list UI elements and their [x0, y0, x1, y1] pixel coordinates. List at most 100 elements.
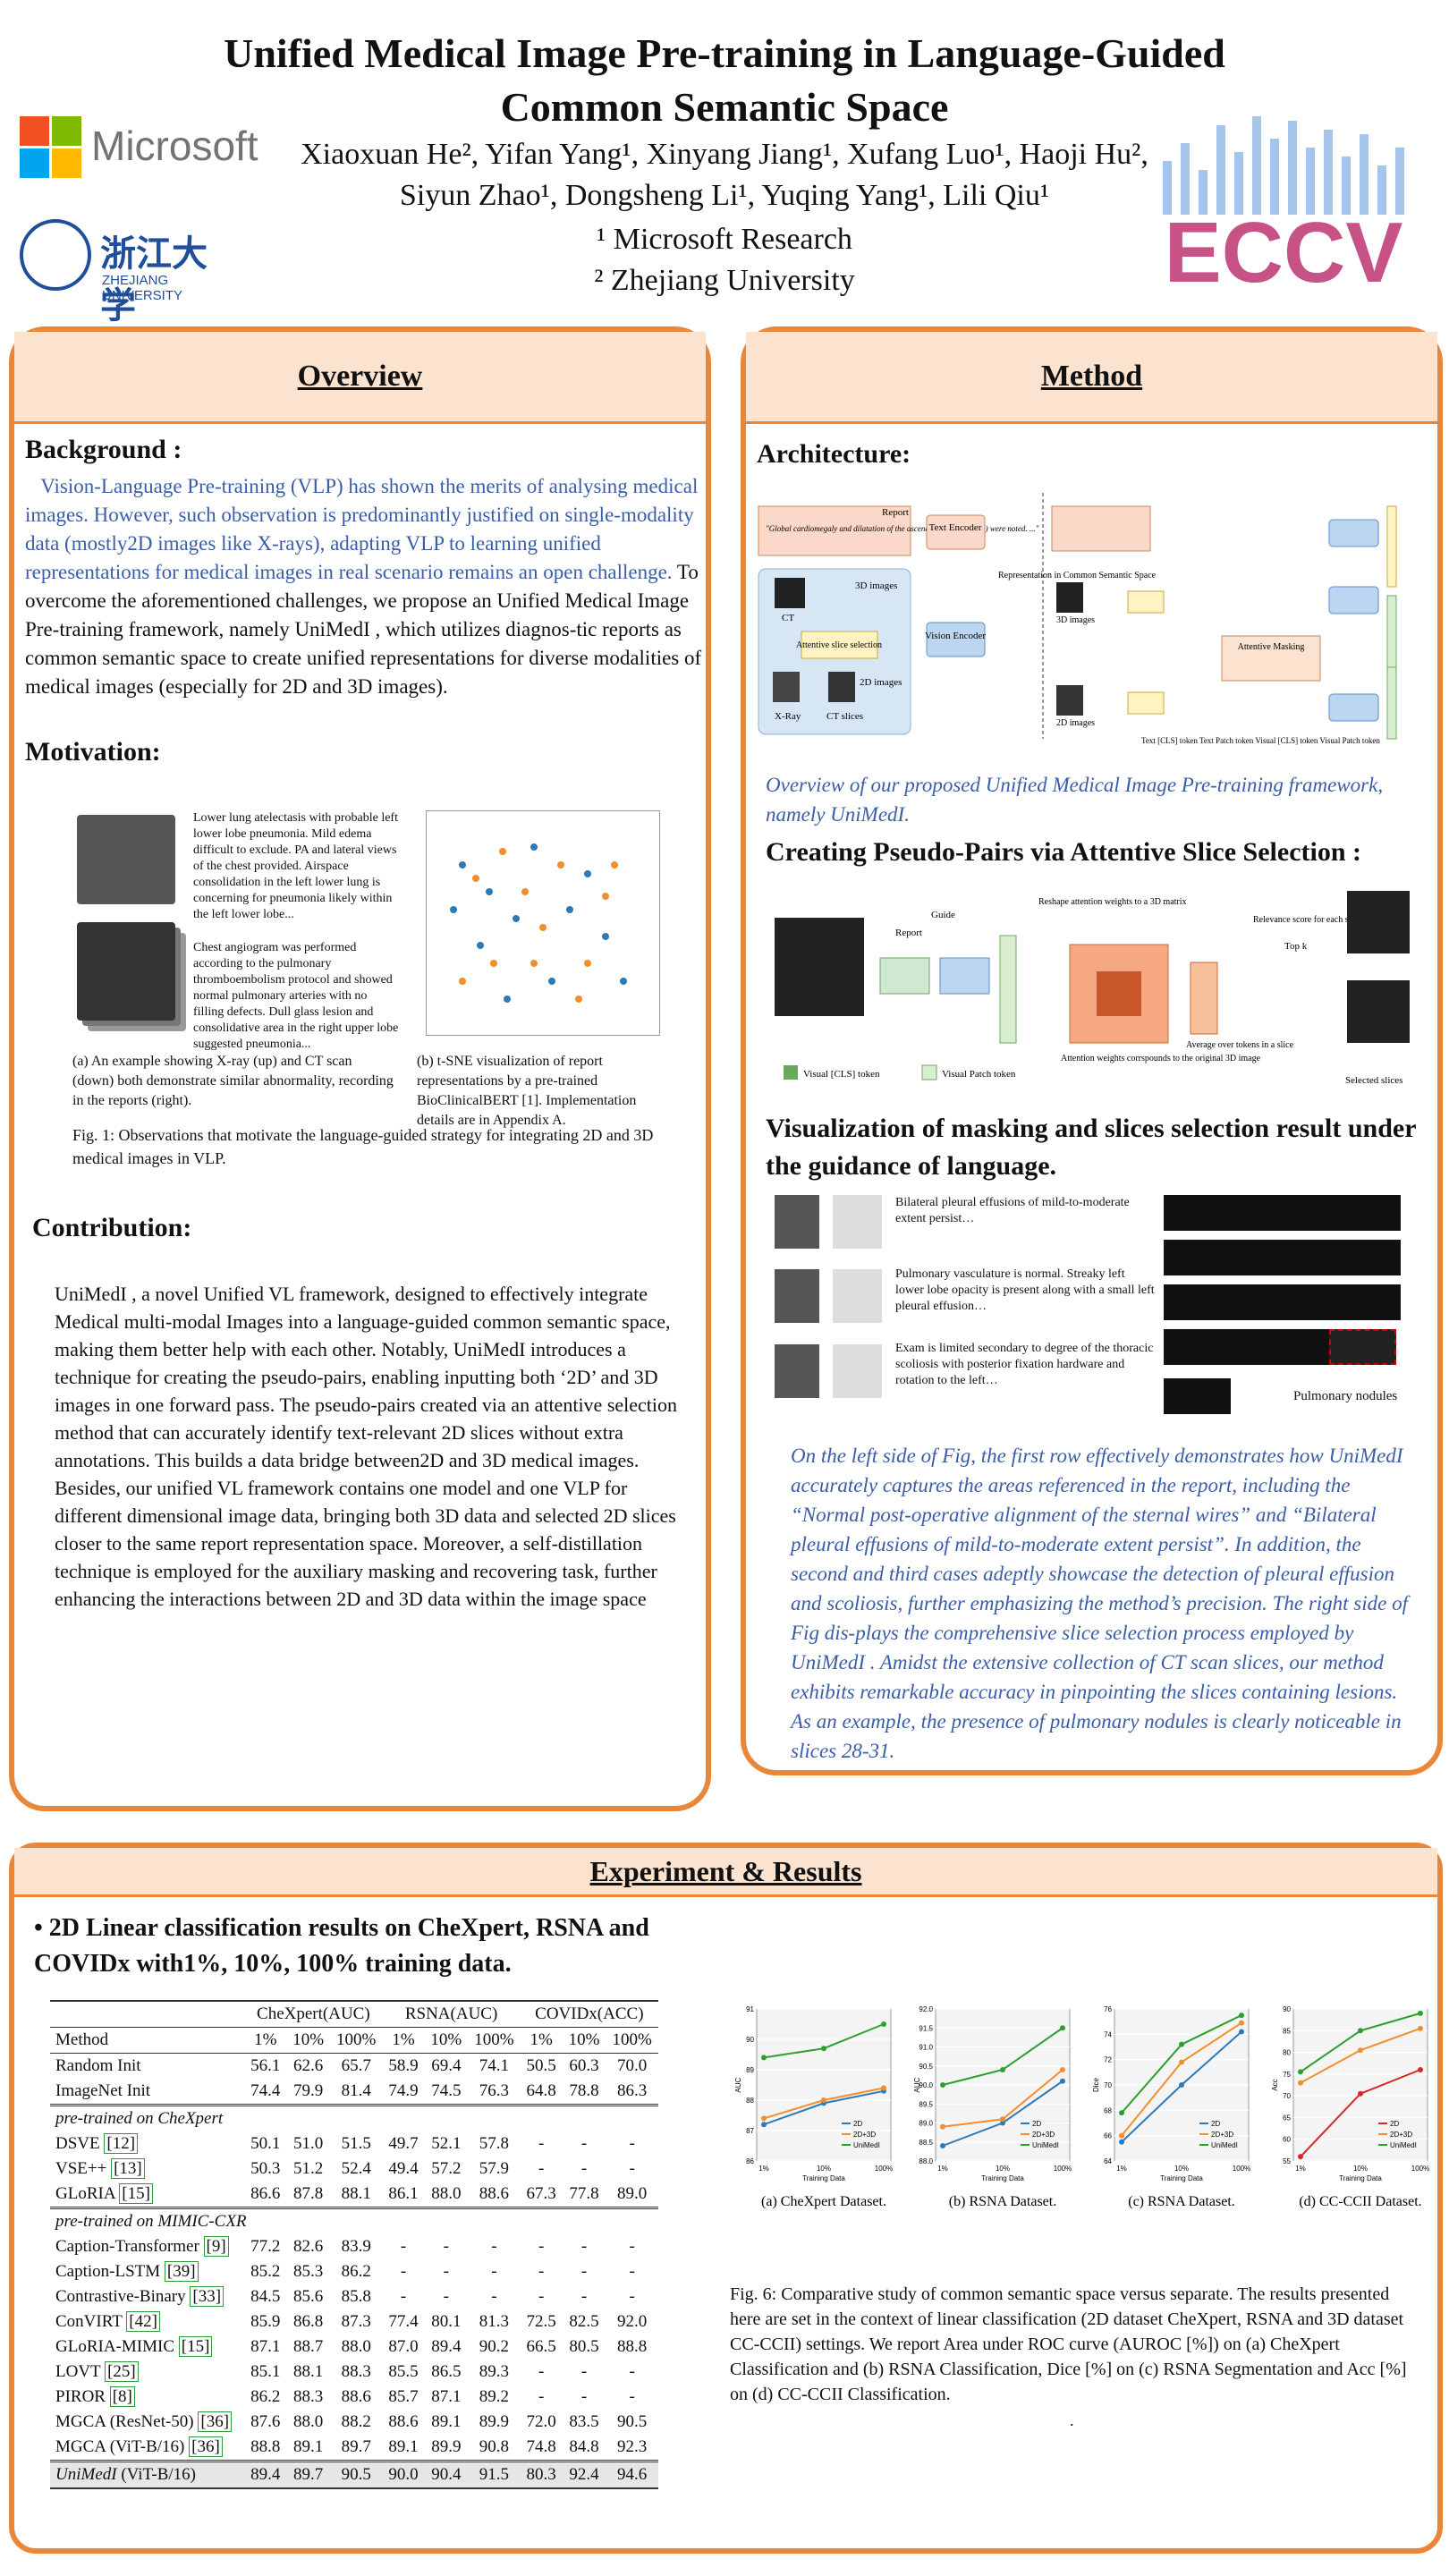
method-name: ConVIRT [42] — [50, 2309, 244, 2334]
table-cell: 85.8 — [341, 2287, 371, 2306]
y-tick-label: 70 — [1283, 2092, 1291, 2100]
data-point — [761, 2122, 767, 2128]
legend-label: 2D — [1211, 2120, 1220, 2128]
table-cell: 88.1 — [341, 2184, 371, 2203]
y-tick-label: 89.0 — [919, 2120, 933, 2128]
data-point — [1119, 2132, 1124, 2139]
author-list: Xiaoxuan He², Yifan Yang¹, Xinyang Jiang… — [301, 138, 1148, 212]
microsoft-logo: Microsoft — [20, 116, 258, 179]
table-cell: 85.1 — [250, 2362, 281, 2381]
table-cell: 89.2 — [479, 2387, 510, 2406]
table-cell: 67.3 — [526, 2184, 556, 2203]
table-cell: 85.7 — [388, 2387, 419, 2406]
table-section-mimic: pre-trained on MIMIC-CXR — [55, 2212, 247, 2231]
data-point — [821, 2097, 826, 2103]
y-tick-label: 76 — [1104, 2005, 1112, 2013]
background-title: Background : — [25, 435, 182, 464]
table-cell: - — [580, 2237, 588, 2256]
data-point — [1000, 2067, 1005, 2072]
svg-text:Text [CLS] token Text Patch t: Text [CLS] token Text Patch token Visual… — [1141, 736, 1380, 745]
y-tick-label: 89.5 — [919, 2100, 933, 2108]
table-cell: 49.7 — [388, 2134, 419, 2153]
y-tick-label: 86 — [746, 2157, 754, 2165]
table-cell: 90.8 — [479, 2437, 510, 2456]
data-point — [761, 2055, 767, 2061]
pulmonary-nodules-label: Pulmonary nodules — [1293, 1389, 1398, 1403]
table-cell: 58.9 — [388, 2056, 419, 2075]
y-tick-label: 88.0 — [919, 2157, 933, 2165]
y-tick-label: 88 — [746, 2097, 754, 2105]
results-bullet: • 2D Linear classification results on Ch… — [34, 1914, 649, 1978]
y-tick-label: 89 — [746, 2066, 754, 2074]
legend-label: 2D+3D — [1390, 2131, 1412, 2139]
y-tick-label: 72 — [1104, 2056, 1112, 2064]
table-cell: 77.2 — [250, 2237, 281, 2256]
y-tick-label: 75 — [1283, 2071, 1291, 2079]
data-point — [1358, 2090, 1363, 2097]
stray-dot: . — [1070, 2411, 1074, 2429]
vis-row-1-text: Bilateral pleural effusions of mild-to-m… — [895, 1196, 1130, 1225]
table-cell: - — [538, 2387, 545, 2406]
chart-title: (c) RSNA Dataset. — [1128, 2194, 1235, 2209]
table-cell: - — [580, 2387, 588, 2406]
motivation-caption-b: (b) t-SNE visualization of report repres… — [417, 1054, 637, 1128]
y-axis-label: Dice — [1092, 2077, 1100, 2092]
table-cell: 89.7 — [341, 2437, 371, 2456]
table-cell: 66.5 — [526, 2337, 556, 2356]
data-point — [1179, 2082, 1184, 2088]
table-cell: 56.1 — [250, 2056, 281, 2075]
y-tick-label: 87 — [746, 2127, 754, 2135]
table-cell: 64.8 — [526, 2081, 556, 2100]
architecture-caption: Overview of our proposed Unified Medical… — [766, 774, 1384, 826]
table-cell: - — [580, 2362, 588, 2381]
table-cell: 92.4 — [569, 2465, 599, 2484]
legend-label: 2D — [1390, 2120, 1399, 2128]
table-cell: 86.6 — [250, 2184, 281, 2203]
table-cell: 86.2 — [341, 2262, 371, 2281]
table-cell: - — [538, 2159, 545, 2178]
data-point — [940, 2082, 945, 2088]
svg-text:Attention weights corrspounds: Attention weights corrspounds to the ori… — [1061, 1054, 1261, 1063]
legend-label: UniMedI — [1211, 2141, 1238, 2149]
ct-slice-grid — [1164, 1195, 1401, 1374]
y-tick-label: 90 — [1283, 2005, 1291, 2013]
y-tick-label: 88.5 — [919, 2139, 933, 2147]
svg-text:Report: Report — [895, 928, 922, 938]
table-cell: 80.3 — [526, 2465, 556, 2484]
background-text: Vision-Language Pre-training (VLP) has s… — [25, 475, 702, 698]
method-name: Caption-LSTM [39] — [50, 2259, 244, 2284]
legend-label: 2D+3D — [1032, 2131, 1055, 2139]
citation-ref: [13] — [111, 2158, 145, 2179]
method-name: VSE++ [13] — [50, 2157, 244, 2182]
table-cell: 52.4 — [341, 2159, 371, 2178]
table-cell: - — [538, 2262, 545, 2281]
contribution-title: Contribution: — [32, 1213, 192, 1242]
data-point — [1418, 2025, 1423, 2031]
table-cell: 74.5 — [431, 2081, 462, 2100]
table-cell: - — [400, 2262, 407, 2281]
table-cell: - — [580, 2287, 588, 2306]
table-cell: 85.2 — [250, 2262, 281, 2281]
table-cell: 89.3 — [479, 2362, 510, 2381]
legend-label: 2D — [853, 2120, 862, 2128]
y-tick-label: 68 — [1104, 2106, 1112, 2114]
table-cell: 51.5 — [341, 2134, 371, 2153]
y-tick-label: 55 — [1283, 2157, 1291, 2165]
table-cell: 94.6 — [617, 2465, 648, 2484]
citation-ref: [15] — [119, 2183, 153, 2204]
x-tick-label: 100% — [1233, 2165, 1250, 2173]
table-cell: - — [629, 2387, 635, 2406]
data-point — [1000, 2116, 1005, 2123]
svg-text:CT slices: CT slices — [826, 711, 863, 722]
x-axis-label: Training Data — [802, 2174, 845, 2182]
table-cell: - — [629, 2262, 635, 2281]
results-table: CheXpert(AUC) RSNA(AUC) COVIDx(ACC) Meth… — [50, 2000, 658, 2489]
xray-thumbnail — [77, 815, 175, 904]
table-cell: 78.8 — [569, 2081, 599, 2100]
svg-text:Report: Report — [882, 507, 909, 518]
svg-text:Guide: Guide — [931, 910, 955, 920]
legend-label: 2D — [1032, 2120, 1041, 2128]
table-cell: 87.3 — [341, 2312, 371, 2331]
